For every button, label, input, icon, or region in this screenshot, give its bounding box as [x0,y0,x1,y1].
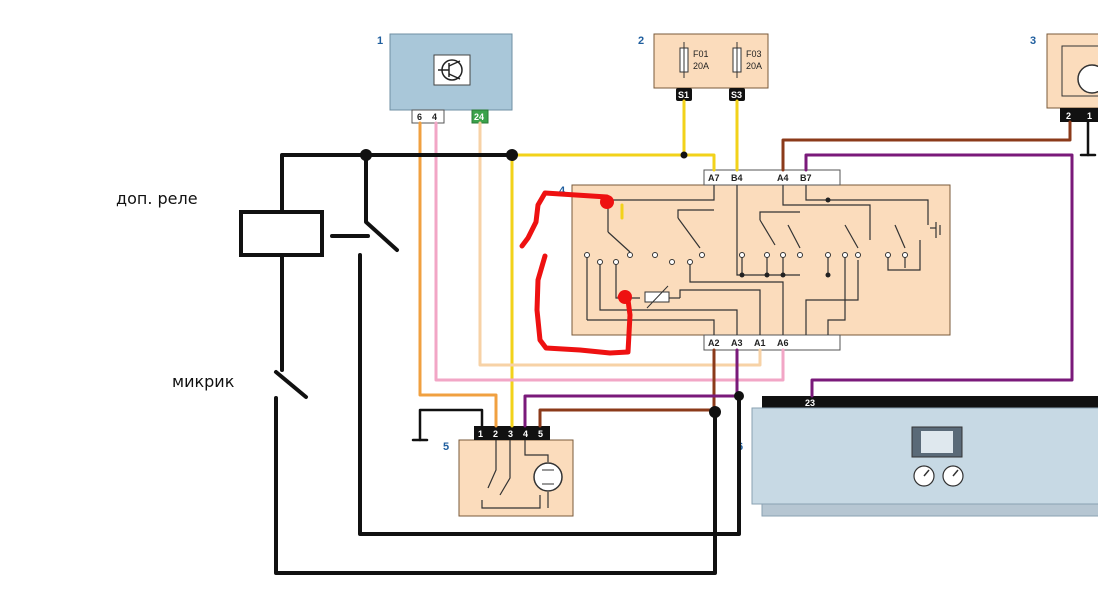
fuse-f01-rating: 20A [693,61,709,71]
component-4-pin-b7: B7 [800,173,812,183]
relay-annotation: доп. реле [116,189,198,208]
fuse-f01-name: F01 [693,49,709,59]
colored-wires [411,99,1097,442]
component-1: 1 6 4 24 [377,33,513,124]
component-3-pin-2: 2 [1066,111,1071,121]
gauge-icon [913,465,964,487]
component-1-number: 1 [377,35,383,47]
fuse-pin-s1: S1 [678,90,689,100]
component-4-pin-a1: A1 [754,338,766,348]
component-4-pin-a6: A6 [777,338,789,348]
component-4-number: 4 [559,185,566,197]
component-5-pin-2: 2 [493,429,498,439]
component-3-number: 3 [1030,35,1036,47]
component-4-pin-b4: B4 [731,173,743,183]
hand-drawn-wiring [274,153,741,575]
transistor-icon [433,54,471,86]
red-markup [519,190,633,356]
component-4-pin-a3: A3 [731,338,743,348]
component-1-pin-4: 4 [432,112,437,122]
microswitch-annotation: микрик [172,372,235,391]
component-2: 2 F01 20A F03 20A S1 S3 [638,33,769,101]
component-5-pin-5: 5 [538,429,543,439]
fuse-pin-s3: S3 [731,90,742,100]
component-5-pin-1: 1 [478,429,483,439]
component-3: 3 2 1 [1030,33,1098,122]
component-5-pin-4: 4 [523,429,528,439]
component-1-pin-6: 6 [417,112,422,122]
display-icon [911,426,963,458]
component-4-internal-wiring [586,185,941,335]
component-2-number: 2 [638,35,644,47]
component-6-pin-23: 23 [805,398,815,408]
component-6: 6 23 [737,396,1098,517]
component-4-pin-a2: A2 [708,338,720,348]
component-1-pin-24: 24 [474,112,484,122]
component-4: 4 A7 B4 A4 B7 A2 A3 A1 A6 [559,169,951,351]
component-4-pin-a7: A7 [708,173,720,183]
component-5: 5 1 2 3 4 5 [443,426,574,517]
component-2-body [653,33,769,89]
fuse-f03-name: F03 [746,49,762,59]
relay-coil-icon [239,210,324,257]
motor-icon [1077,64,1098,94]
motor-5-icon [533,462,563,492]
component-3-pin-1: 1 [1087,111,1092,121]
component-5-number: 5 [443,441,449,453]
resistor-icon [644,285,670,309]
component-5-pin-3: 3 [508,429,513,439]
component-4-pin-a4: A4 [777,173,789,183]
fuse-f03-rating: 20A [746,61,762,71]
